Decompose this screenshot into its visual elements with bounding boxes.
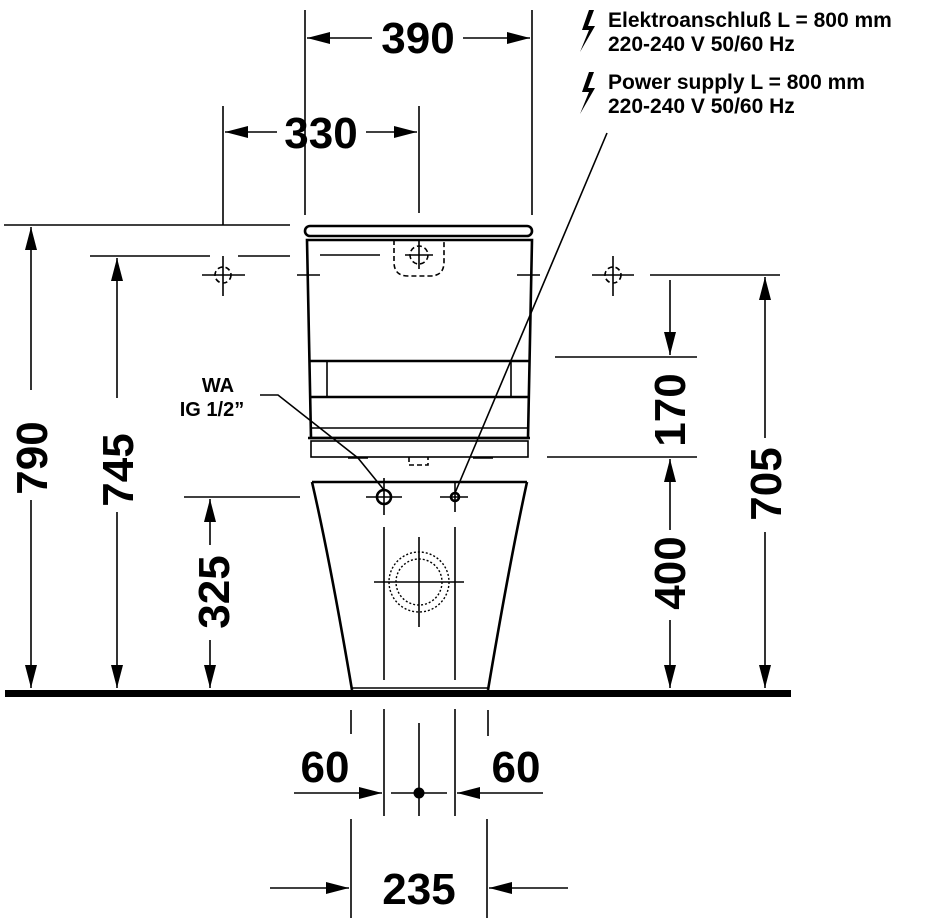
water-inlet-label-line2: IG 1/2” [180, 399, 244, 421]
dimension-235: 235 [270, 819, 568, 918]
svg-text:60: 60 [492, 743, 541, 792]
dimension-745: 745 [94, 258, 143, 688]
svg-text:235: 235 [382, 865, 455, 914]
dimension-60-left: 60 [294, 709, 385, 816]
power-inlet-marker [440, 483, 468, 512]
floor-line [5, 690, 791, 697]
dimension-400: 400 [646, 459, 695, 688]
dimension-170: 170 [646, 280, 695, 447]
svg-text:325: 325 [190, 555, 239, 628]
dimension-325: 325 [190, 499, 239, 688]
svg-text:330: 330 [284, 109, 357, 158]
svg-text:390: 390 [381, 14, 454, 63]
electric-note-en-line2: 220-240 V 50/60 Hz [608, 95, 795, 118]
dimension-390: 390 [304, 10, 533, 215]
svg-text:400: 400 [646, 536, 695, 609]
svg-text:705: 705 [742, 447, 791, 520]
water-inlet-label-line1: WA [202, 375, 234, 397]
dimension-705: 705 [742, 277, 791, 688]
electric-note-de-line1: Elektroanschluß L = 800 mm [608, 9, 892, 32]
lightning-bolt-icon [580, 10, 595, 52]
fixing-point-left [202, 256, 245, 296]
center-mark [391, 723, 447, 816]
svg-text:60: 60 [301, 743, 350, 792]
lightning-bolt-icon [580, 72, 595, 114]
water-inlet-marker [366, 478, 402, 515]
dimension-60-right: 60 [454, 709, 543, 816]
water-inlet-leader [260, 394, 359, 459]
toilet-outline [297, 224, 540, 691]
fixing-point-right [592, 256, 634, 296]
power-supply-leader [454, 132, 608, 494]
dimension-330: 330 [222, 106, 420, 225]
electric-note-de-line2: 220-240 V 50/60 Hz [608, 33, 795, 56]
svg-text:790: 790 [8, 421, 57, 494]
electric-note-en-line1: Power supply L = 800 mm [608, 71, 865, 94]
dimension-790: 790 [8, 227, 57, 688]
svg-text:745: 745 [94, 433, 143, 506]
svg-text:170: 170 [646, 373, 695, 446]
waste-outlet [374, 527, 464, 680]
